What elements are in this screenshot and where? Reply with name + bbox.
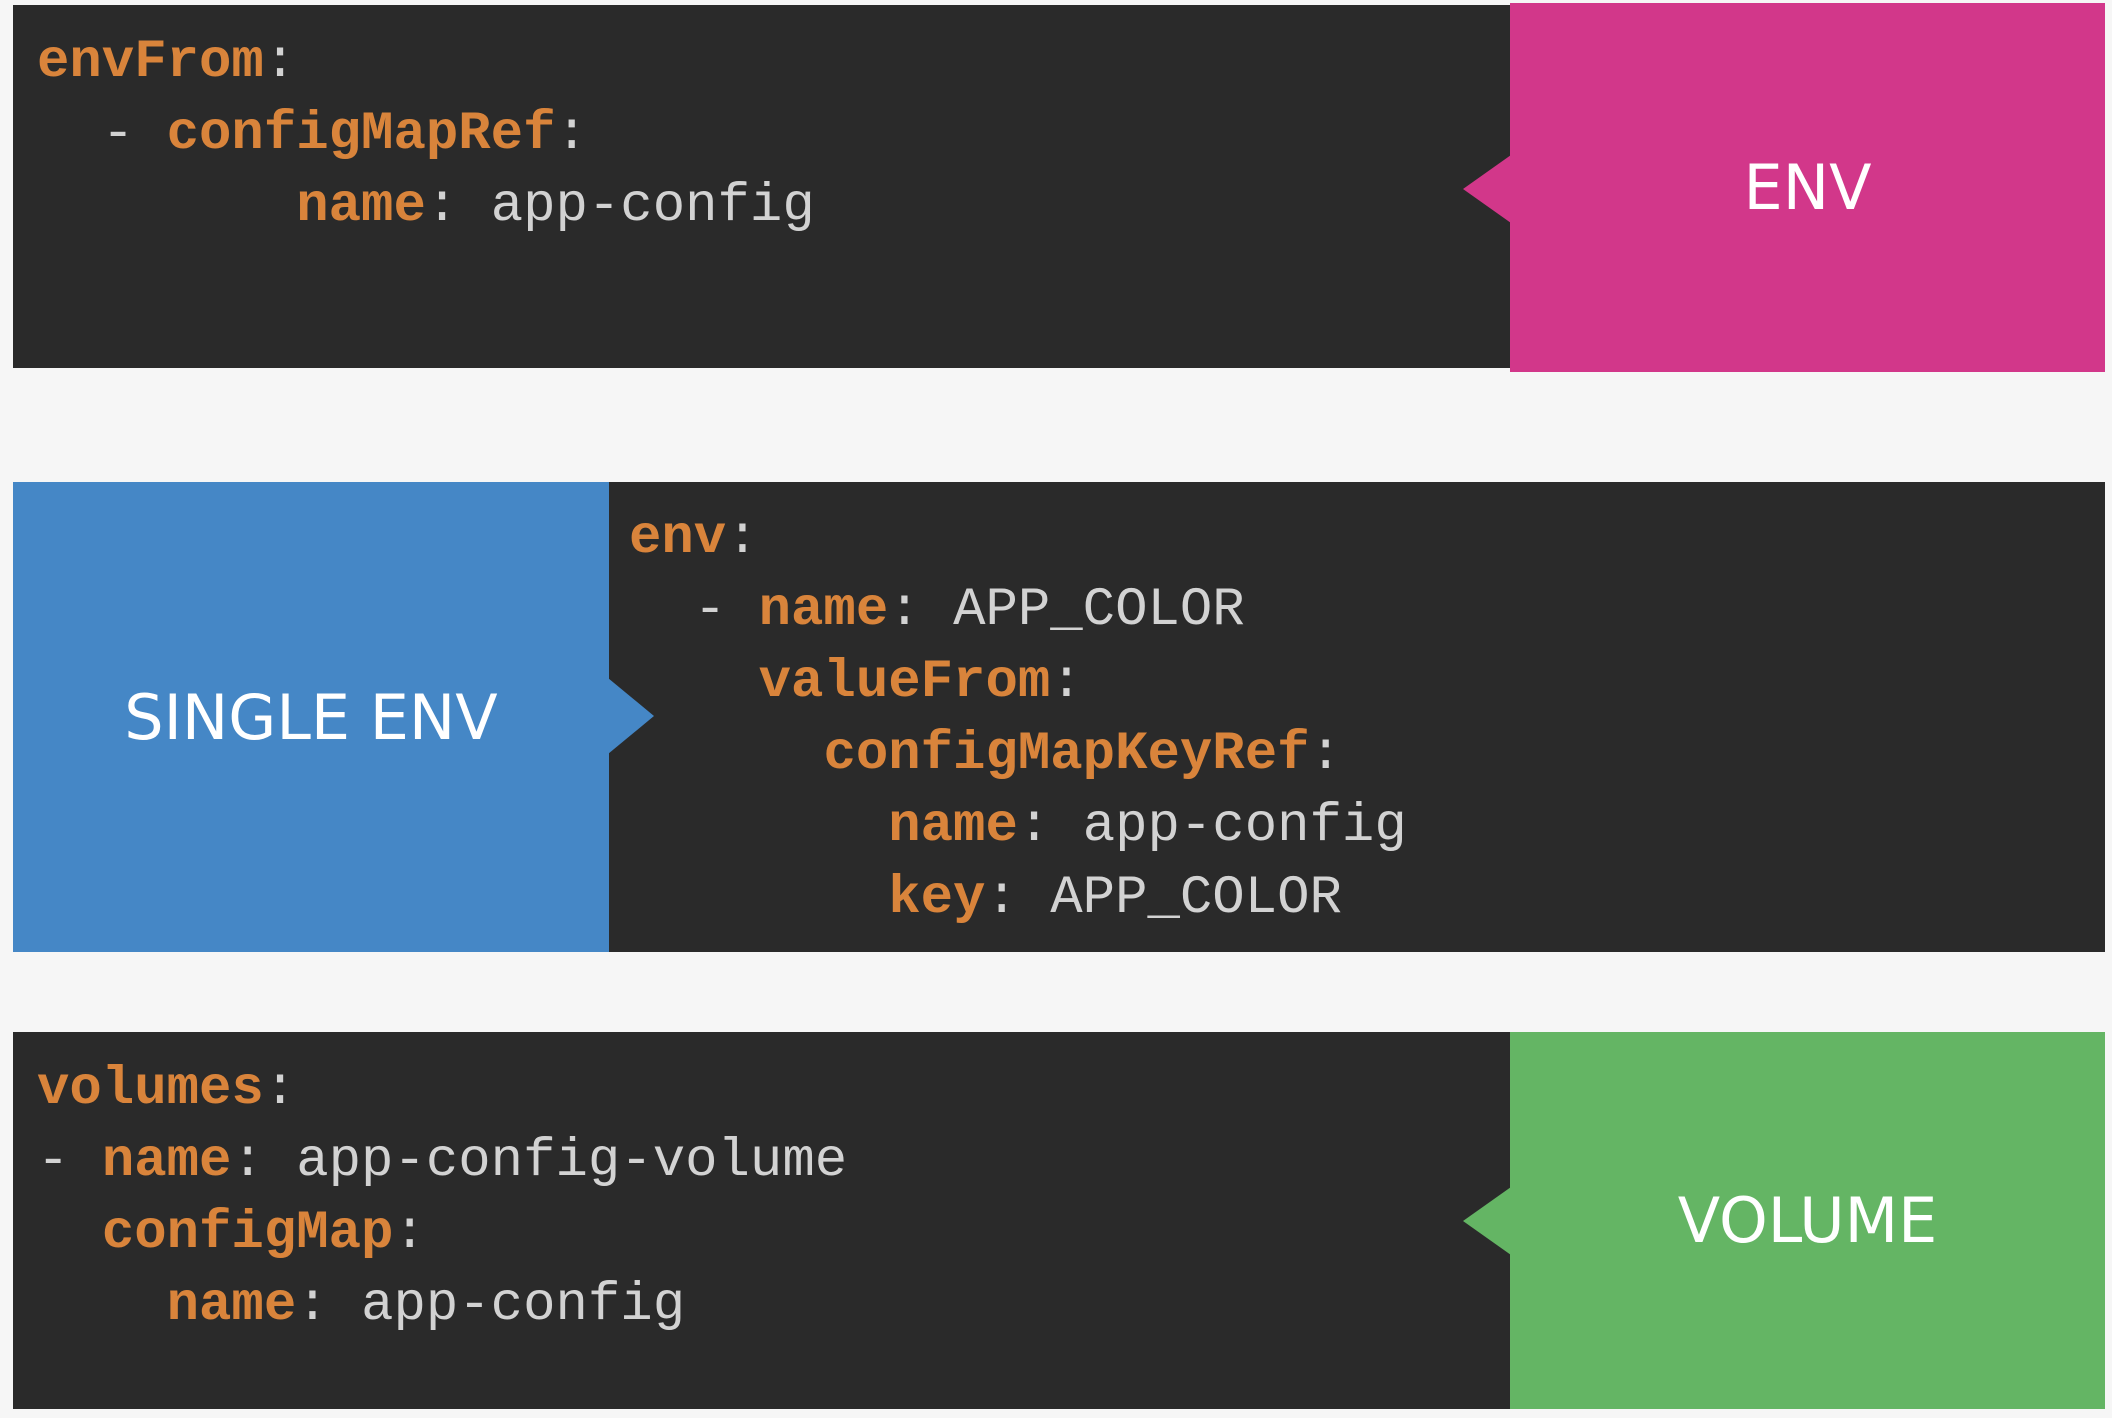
single-env-code-block: env: - name: APP_COLOR valueFrom: config… [629, 508, 1407, 929]
env-code-block: envFrom: - configMapRef: name: app-confi… [37, 32, 815, 237]
code-key-name: name [166, 1275, 297, 1336]
code-value-key: APP_COLOR [1050, 868, 1342, 929]
code-value-name: app-config-volume [296, 1131, 848, 1192]
code-value-name: app-config [1082, 796, 1407, 857]
code-key-name: name [888, 796, 1018, 857]
code-key-valuefrom: valueFrom [758, 652, 1051, 713]
code-key-name: name [758, 580, 889, 641]
code-key-name: name [296, 176, 426, 237]
code-value-name: APP_COLOR [953, 580, 1245, 641]
code-key-volumes: volumes [37, 1059, 264, 1120]
volume-code-block: volumes: - name: app-config-volume confi… [37, 1059, 848, 1336]
single-env-label-box: SINGLE ENV [13, 482, 609, 952]
code-key-configmap: configMap [101, 1203, 394, 1264]
code-value-name: app-config [490, 176, 815, 237]
volume-label-box: VOLUME [1510, 1032, 2105, 1409]
env-label-box: ENV [1510, 3, 2105, 372]
single-env-pointer-arrow [608, 678, 654, 754]
code-key-key: key [888, 868, 986, 929]
volume-label: VOLUME [1677, 1184, 1938, 1257]
env-pointer-arrow [1463, 155, 1511, 223]
env-label: ENV [1743, 151, 1872, 224]
code-value-name: app-config [361, 1275, 686, 1336]
code-key-env: env [629, 508, 727, 569]
code-key-envfrom: envFrom [37, 32, 264, 93]
code-key-name: name [101, 1131, 232, 1192]
code-key-configmapkeyref: configMapKeyRef [823, 724, 1310, 785]
code-key-configmapref: configMapRef [166, 104, 556, 165]
volume-pointer-arrow [1463, 1187, 1511, 1255]
single-env-label: SINGLE ENV [124, 680, 498, 754]
